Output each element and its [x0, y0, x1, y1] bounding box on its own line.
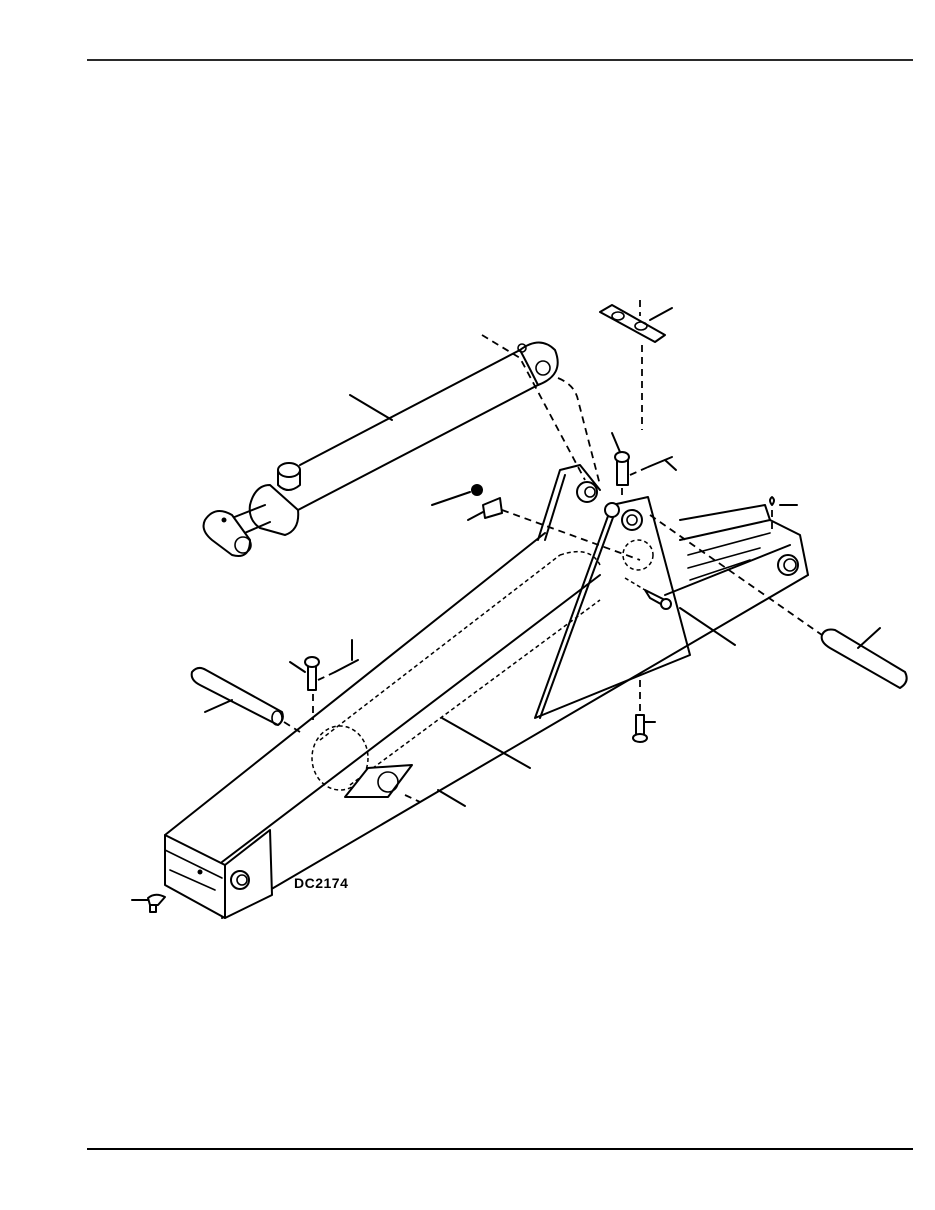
assembly-line-cylinder-b	[557, 377, 601, 486]
lock-nut	[431, 484, 483, 506]
bolt-side	[624, 577, 736, 646]
pivot-pin-right	[649, 514, 908, 689]
pin-left	[190, 666, 301, 733]
grease-fitting-end	[131, 893, 166, 913]
boom-arm	[164, 504, 809, 919]
assembly-line-cylinder-a	[481, 334, 586, 481]
bolt-bottom	[632, 680, 656, 743]
clevis-pin-top	[611, 432, 630, 500]
footer-rule	[87, 1148, 913, 1150]
header-rule	[87, 59, 913, 61]
boom-bracket-triangle	[534, 464, 691, 719]
wear-pad	[344, 764, 421, 803]
hydraulic-cylinder	[202, 341, 559, 557]
leader-boom-b	[437, 789, 466, 807]
clip-bracket	[467, 497, 641, 561]
leader-boom-a	[441, 717, 531, 769]
cylinder-mount-plate	[599, 300, 673, 430]
cotter-pin-left	[317, 639, 359, 681]
drawing-code-label: DC2174	[294, 875, 349, 891]
cotter-pin-top	[629, 456, 677, 476]
grease-fitting-right	[769, 496, 798, 530]
clevis-pin-left	[289, 656, 320, 720]
